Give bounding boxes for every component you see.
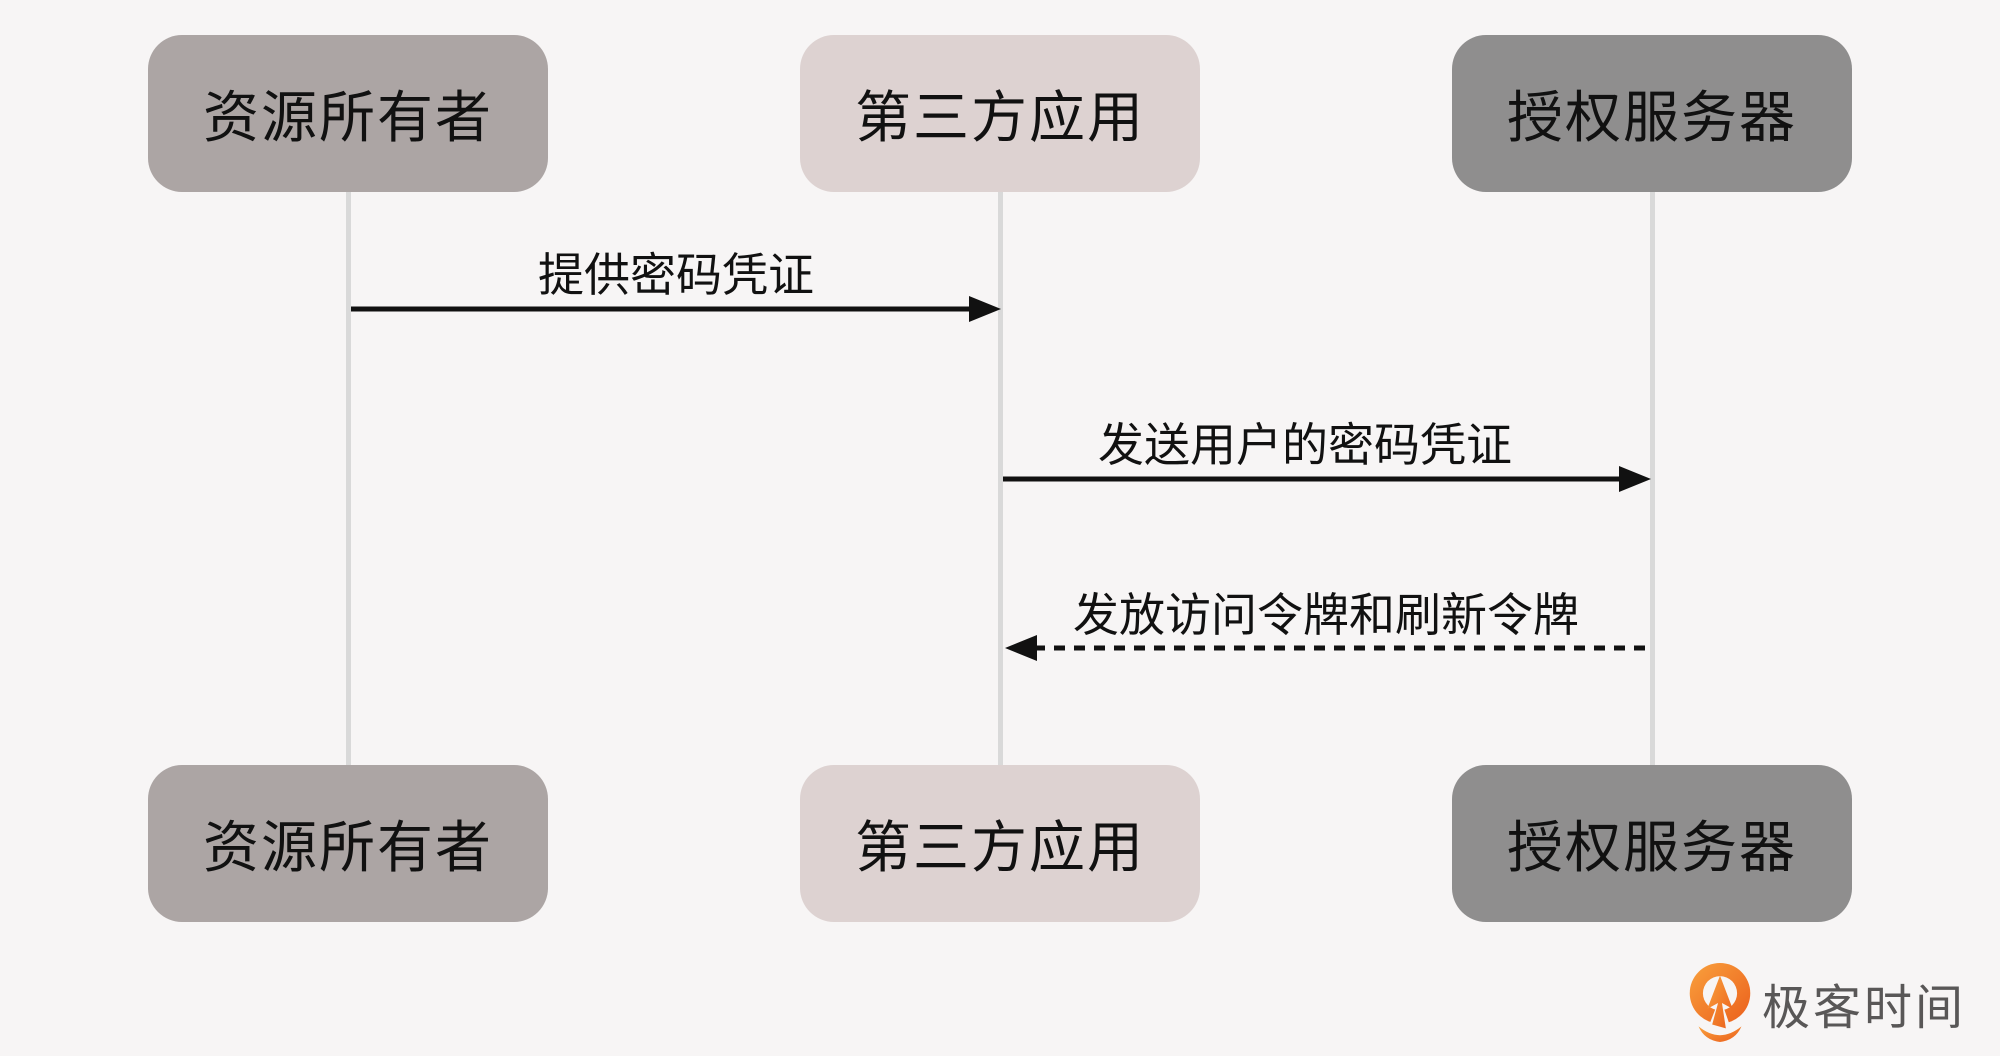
message-arrow-send-user-credentials xyxy=(1003,466,1651,492)
message-label-provide-credentials: 提供密码凭证 xyxy=(538,249,814,301)
geektime-logo: 极客时间 xyxy=(1688,962,1966,1044)
actor-box-third-party-app-bottom: 第三方应用 xyxy=(800,765,1200,922)
message-arrow-provide-credentials xyxy=(351,296,1001,322)
actor-box-third-party-app-top: 第三方应用 xyxy=(800,35,1200,192)
lifeline-resource-owner xyxy=(346,192,351,765)
message-label-issue-tokens: 发放访问令牌和刷新令牌 xyxy=(1073,589,1579,641)
actor-box-auth-server-bottom: 授权服务器 xyxy=(1452,765,1852,922)
actor-box-resource-owner-top: 资源所有者 xyxy=(148,35,548,192)
geektime-logo-icon xyxy=(1689,962,1751,1043)
lifeline-auth-server xyxy=(1650,192,1655,765)
lifeline-third-party-app xyxy=(998,192,1003,765)
message-label-send-user-credentials: 发送用户的密码凭证 xyxy=(1098,419,1512,471)
geektime-logo-text: 极客时间 xyxy=(1762,982,1967,1035)
message-arrow-issue-tokens xyxy=(1005,635,1645,661)
actor-box-auth-server-top: 授权服务器 xyxy=(1452,35,1852,192)
actor-box-resource-owner-bottom: 资源所有者 xyxy=(148,765,548,922)
